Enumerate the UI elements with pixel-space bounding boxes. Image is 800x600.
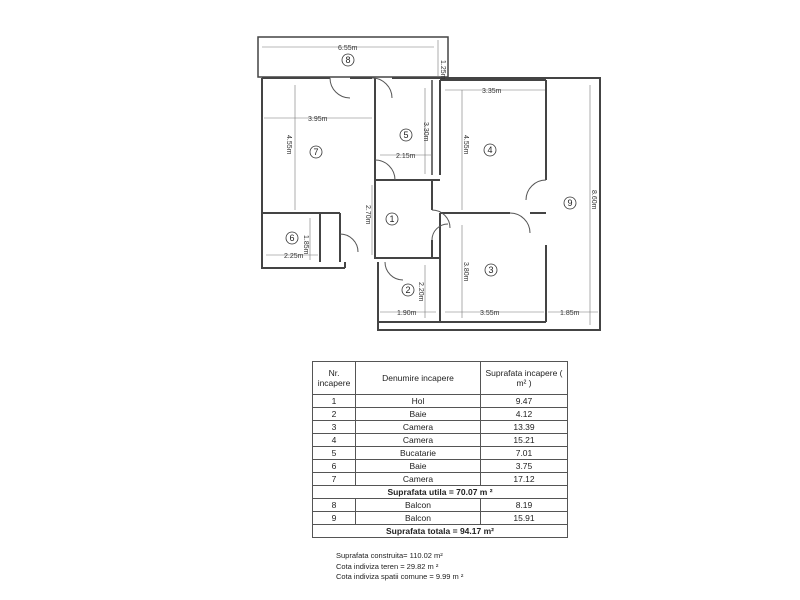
table-row: 1 Hol 9.47 xyxy=(312,394,568,408)
row-area: 15.91 xyxy=(480,511,568,525)
row-nr: 1 xyxy=(312,394,356,408)
floor-plan: 6.55m 1.25m 3.35m 3.95m 4.55m 3.30m 2.15… xyxy=(257,36,601,331)
row-nr: 7 xyxy=(312,472,356,486)
dim-room7-width: 3.95m xyxy=(308,116,328,123)
row-nr: 9 xyxy=(312,511,356,525)
row-area: 4.12 xyxy=(480,407,568,421)
dim-bath6-width: 2.25m xyxy=(284,253,304,260)
table-row: 9 Balcon 15.91 xyxy=(312,511,568,525)
dim-balcony9-width: 1.85m xyxy=(560,310,580,317)
row-name: Camera xyxy=(355,472,481,486)
room-number-9: 9 xyxy=(567,198,572,208)
row-name: Balcon xyxy=(355,511,481,525)
row-area: 15.21 xyxy=(480,433,568,447)
row-area: 7.01 xyxy=(480,446,568,460)
row-area: 8.19 xyxy=(480,498,568,512)
table-row: 8 Balcon 8.19 xyxy=(312,498,568,512)
row-area: 9.47 xyxy=(480,394,568,408)
room-number-1: 1 xyxy=(389,214,394,224)
table-row: 4 Camera 15.21 xyxy=(312,433,568,447)
row-name: Baie xyxy=(355,407,481,421)
row-nr: 3 xyxy=(312,420,356,434)
dim-room5-height: 3.30m xyxy=(422,122,429,142)
useful-area-summary: Suprafata utila = 70.07 m ² xyxy=(312,485,568,499)
table-row: 2 Baie 4.12 xyxy=(312,407,568,421)
row-name: Camera xyxy=(355,420,481,434)
common-share-note: Cota indiviza spatii comune = 9.99 m ² xyxy=(336,572,464,581)
table-header-row: Nr. incapere Denumire incapere Suprafata… xyxy=(312,361,568,395)
dim-balcony9-height: 8.60m xyxy=(590,190,597,210)
row-area: 3.75 xyxy=(480,459,568,473)
built-area-note: Suprafata construita= 110.02 m² xyxy=(336,551,443,560)
row-name: Hol xyxy=(355,394,481,408)
dim-room3-width: 3.55m xyxy=(480,310,500,317)
room-number-8: 8 xyxy=(345,55,350,65)
table-row: 3 Camera 13.39 xyxy=(312,420,568,434)
dim-bath2-width: 1.90m xyxy=(397,310,417,317)
room-number-7: 7 xyxy=(313,147,318,157)
dim-hall-height: 2.70m xyxy=(364,205,371,225)
room-number-2: 2 xyxy=(405,285,410,295)
row-nr: 8 xyxy=(312,498,356,512)
total-area-summary-row: Suprafata totala = 94.17 m² xyxy=(312,524,568,538)
header-name: Denumire incapere xyxy=(355,361,481,395)
table-row: 5 Bucatarie 7.01 xyxy=(312,446,568,460)
row-area: 13.39 xyxy=(480,420,568,434)
row-name: Camera xyxy=(355,433,481,447)
table-row: 6 Baie 3.75 xyxy=(312,459,568,473)
land-share-note: Cota indiviza teren = 29.82 m ² xyxy=(336,561,439,571)
total-area-summary: Suprafata totala = 94.17 m² xyxy=(312,524,568,538)
dim-room4-height: 4.55m xyxy=(462,135,469,155)
dim-room3-height: 3.80m xyxy=(462,262,469,282)
row-nr: 2 xyxy=(312,407,356,421)
room-area-table: Nr. incapere Denumire incapere Suprafata… xyxy=(312,361,568,538)
header-nr: Nr. incapere xyxy=(312,361,356,395)
dim-bath2-height: 2.20m xyxy=(417,282,424,302)
dim-bath6-height: 1.85m xyxy=(302,235,309,255)
footer-notes: Suprafata construita= 110.02 m² Cota ind… xyxy=(336,551,463,583)
row-nr: 5 xyxy=(312,446,356,460)
header-area: Suprafata incapere ( m² ) xyxy=(480,361,568,395)
row-nr: 6 xyxy=(312,459,356,473)
useful-area-summary-row: Suprafata utila = 70.07 m ² xyxy=(312,485,568,499)
room-number-5: 5 xyxy=(403,130,408,140)
dim-balcony8-width: 1.25m xyxy=(439,60,446,80)
row-name: Baie xyxy=(355,459,481,473)
dim-balcony8-length: 6.55m xyxy=(338,45,358,52)
room-number-4: 4 xyxy=(487,145,492,155)
row-area: 17.12 xyxy=(480,472,568,486)
dim-room7-height: 4.55m xyxy=(285,135,292,155)
room-number-6: 6 xyxy=(289,233,294,243)
row-nr: 4 xyxy=(312,433,356,447)
dim-room4-top: 3.35m xyxy=(482,88,502,95)
row-name: Balcon xyxy=(355,498,481,512)
row-name: Bucatarie xyxy=(355,446,481,460)
table-row: 7 Camera 17.12 xyxy=(312,472,568,486)
dim-room5-width: 2.15m xyxy=(396,153,416,160)
room-number-3: 3 xyxy=(488,265,493,275)
